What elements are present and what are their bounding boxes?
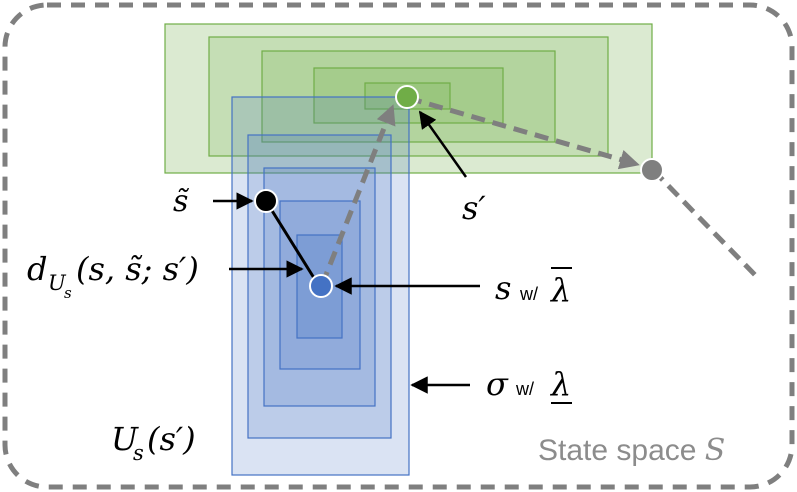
label-state-space-sym: S: [705, 433, 726, 468]
label-state-space: State space S: [538, 433, 725, 468]
point-s: [309, 274, 333, 298]
trajectory-next-exit: [651, 168, 760, 280]
trajectory-s-to-sprime: [319, 104, 396, 286]
label-d-main: d: [27, 250, 47, 288]
point-s-tilde: [254, 189, 278, 213]
label-U-args: (s′): [147, 420, 196, 458]
label-d-subsub: s: [64, 284, 72, 302]
label-d-distance: d U s (s, s̃; s′): [27, 250, 199, 302]
label-s-tilde: s̃: [173, 184, 190, 219]
label-sigma-w: w/: [515, 379, 534, 399]
label-s-sym: s: [495, 269, 511, 307]
s-tilde-to-s-line: [264, 200, 316, 279]
arrow-s-prime: [418, 110, 468, 178]
label-s-prime: s′: [462, 189, 486, 227]
trajectory-sprime-to-next: [407, 95, 640, 170]
label-d-args: (s, s̃; s′): [76, 250, 199, 288]
label-s-lambda: λ: [549, 271, 571, 309]
label-sigma-sym: σ: [486, 365, 509, 403]
label-d-sub: U: [48, 271, 67, 295]
label-sigma-lambda: λ: [549, 365, 571, 403]
label-sigma-lambda-underbar: σ w/ λ: [486, 365, 572, 404]
label-U-main: U: [111, 420, 139, 458]
trajectory: [319, 95, 760, 286]
label-U-sub: s: [133, 441, 144, 465]
label-state-space-text: State space S: [538, 433, 725, 468]
label-s-w: w/: [519, 284, 538, 304]
point-next-state: [640, 158, 664, 182]
label-U-region: U s (s′): [111, 420, 196, 465]
label-s-lambda-bar: s w/ λ: [495, 267, 572, 309]
point-s-prime: [395, 85, 419, 109]
